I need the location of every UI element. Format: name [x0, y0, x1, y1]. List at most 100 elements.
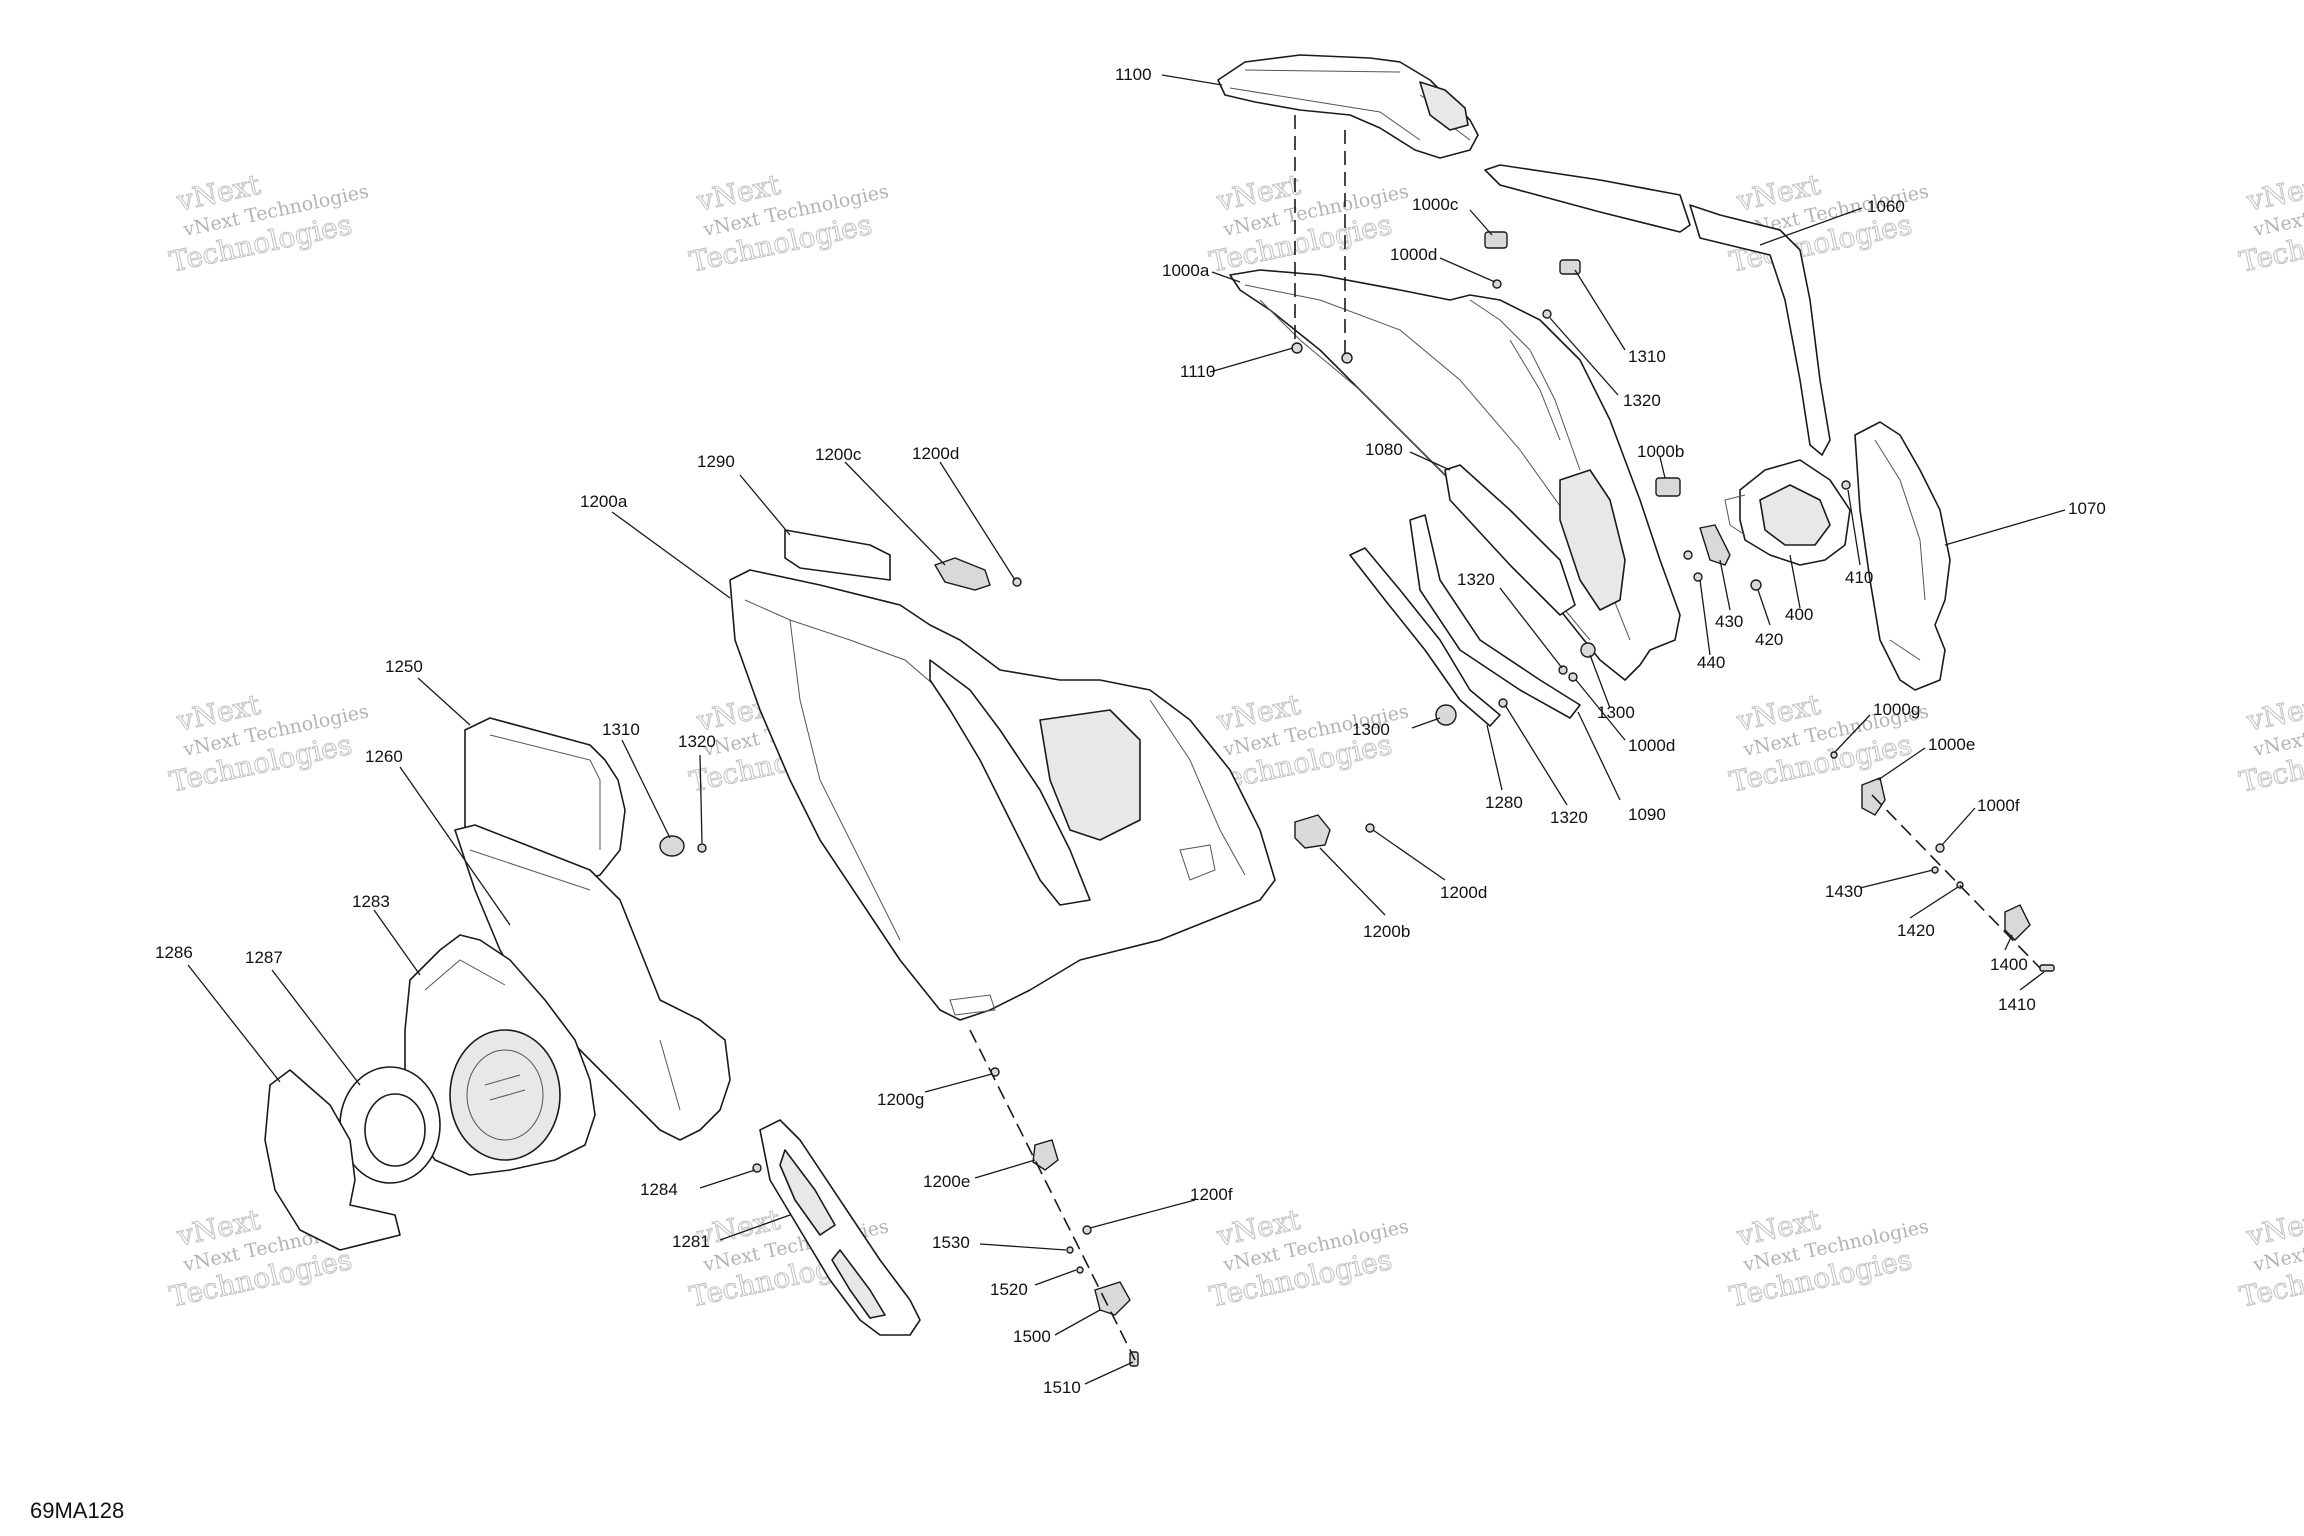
assembly-lines-right: [1294, 115, 2041, 969]
callout-1430: 1430: [1825, 882, 1863, 901]
callout-1510: 1510: [1043, 1378, 1081, 1397]
callout-1200b: 1200b: [1363, 922, 1410, 941]
watermark: vNext vNext Technologies Technologies: [1726, 687, 1930, 799]
screw-1320-top: [1542, 309, 1552, 319]
latch-1400: [2004, 904, 2031, 941]
callout-1530: 1530: [932, 1233, 970, 1252]
nut-440: [1683, 550, 1693, 560]
callout-1320-top: 1320: [1623, 391, 1661, 410]
callout-1200g: 1200g: [877, 1090, 924, 1109]
watermark: vNext vNext Technologies Technologies: [166, 167, 370, 279]
diagram-reference-code: 69MA128: [30, 1498, 124, 1523]
callout-1283: 1283: [352, 892, 390, 911]
callout-400: 400: [1785, 605, 1813, 624]
washer-420: [1750, 579, 1762, 591]
screw-1320-mid: [1558, 665, 1568, 675]
screw-1200d-low: [1365, 823, 1375, 833]
watermark: vNext vNext Technologies Technologies: [1726, 1202, 1930, 1314]
callout-1200d-top: 1200d: [912, 444, 959, 463]
callout-1260: 1260: [365, 747, 403, 766]
callout-1200e: 1200e: [923, 1172, 970, 1191]
small-hardware-right: [1291, 231, 2055, 972]
callout-1000a: 1000a: [1162, 261, 1210, 280]
grommet-1310-left: [659, 835, 685, 857]
callout-1200f: 1200f: [1190, 1185, 1233, 1204]
part-1070-side-panel: [1854, 421, 1951, 691]
callout-labels: 1100 1060 1000c 1000d 1000a 1310 1110 13…: [155, 65, 2106, 1397]
callout-1500: 1500: [1013, 1327, 1051, 1346]
callout-1287: 1287: [245, 948, 283, 967]
part-1090-strip: [1409, 514, 1581, 719]
callout-1310-left: 1310: [602, 720, 640, 739]
callout-430: 430: [1715, 612, 1743, 631]
callout-1420: 1420: [1897, 921, 1935, 940]
part-1200b-latch: [1294, 814, 1331, 849]
clip-1000c: [1484, 231, 1508, 249]
callout-1286: 1286: [155, 943, 193, 962]
screw-410: [1841, 480, 1851, 490]
callout-1200c: 1200c: [815, 445, 862, 464]
small-hardware-left: [659, 835, 762, 1173]
callout-1290: 1290: [697, 452, 735, 471]
callout-1250: 1250: [385, 657, 423, 676]
callout-1300-right: 1300: [1597, 703, 1635, 722]
callout-1000e: 1000e: [1928, 735, 1975, 754]
nut-440b: [1693, 572, 1703, 582]
callout-1080: 1080: [1365, 440, 1403, 459]
callout-1310-top: 1310: [1628, 347, 1666, 366]
callout-1410: 1410: [1998, 995, 2036, 1014]
clip-1530: [1066, 1246, 1074, 1254]
callout-1000g: 1000g: [1873, 700, 1920, 719]
callout-1000b: 1000b: [1637, 442, 1684, 461]
part-1060-trim-strip: [1484, 164, 1831, 456]
callout-1000d-mid: 1000d: [1628, 736, 1675, 755]
callout-1070: 1070: [2068, 499, 2106, 518]
assembly-lines-lower: [969, 1029, 1136, 1361]
callout-1400: 1400: [1990, 955, 2028, 974]
callout-1300-left: 1300: [1352, 720, 1390, 739]
callout-1090: 1090: [1628, 805, 1666, 824]
callout-420: 420: [1755, 630, 1783, 649]
watermark: vNext vNext Technologies Technologies: [1206, 167, 1410, 279]
part-1280-strip: [1349, 547, 1501, 727]
part-1290-foam-block: [784, 529, 891, 581]
callout-1000c: 1000c: [1412, 195, 1459, 214]
watermark: vNext vNext Technologies Technologies: [166, 687, 370, 799]
callout-1320-left: 1320: [678, 732, 716, 751]
part-1286-cover: [264, 1069, 401, 1251]
pin-1000f: [1935, 843, 1945, 853]
watermark: vNext vNext Technologies Technologies: [2236, 1202, 2304, 1314]
part-1080-strip: [1444, 464, 1576, 616]
leader-lines: [187, 74, 2066, 1385]
screw-1410: [2039, 964, 2055, 972]
callout-1320-low: 1320: [1550, 808, 1588, 827]
callout-410: 410: [1845, 568, 1873, 587]
watermark: vNext vNext Technologies Technologies: [2236, 167, 2304, 279]
latch-430: [1699, 524, 1731, 566]
grommet-1300-left: [1435, 704, 1457, 726]
pin-1520: [1076, 1266, 1084, 1274]
part-1287-ring: [339, 1066, 441, 1184]
clip-1310-top: [1559, 259, 1581, 275]
screw-1110: [1291, 342, 1303, 354]
screw-1320-left: [697, 843, 707, 853]
callout-1281: 1281: [672, 1232, 710, 1251]
part-1283-housing: [404, 934, 596, 1176]
part-400-vent: [1724, 459, 1851, 566]
callout-1280: 1280: [1485, 793, 1523, 812]
clip-1000b: [1655, 477, 1681, 497]
part-1200c-latch: [933, 557, 991, 591]
callout-1320-mid: 1320: [1457, 570, 1495, 589]
screw-1110b: [1341, 352, 1353, 364]
part-1200a-glovebox: [729, 569, 1276, 1021]
callout-1000f: 1000f: [1977, 796, 2020, 815]
callout-1100: 1100: [1115, 65, 1152, 84]
callout-1520: 1520: [990, 1280, 1028, 1299]
clip-1000g: [1830, 751, 1838, 759]
watermark: vNext vNext Technologies Technologies: [686, 167, 890, 279]
part-1100-console-cover: [1217, 54, 1479, 159]
screw-1000d-mid: [1568, 672, 1578, 682]
pin-1200f: [1082, 1225, 1092, 1235]
callout-1000d-top: 1000d: [1390, 245, 1437, 264]
